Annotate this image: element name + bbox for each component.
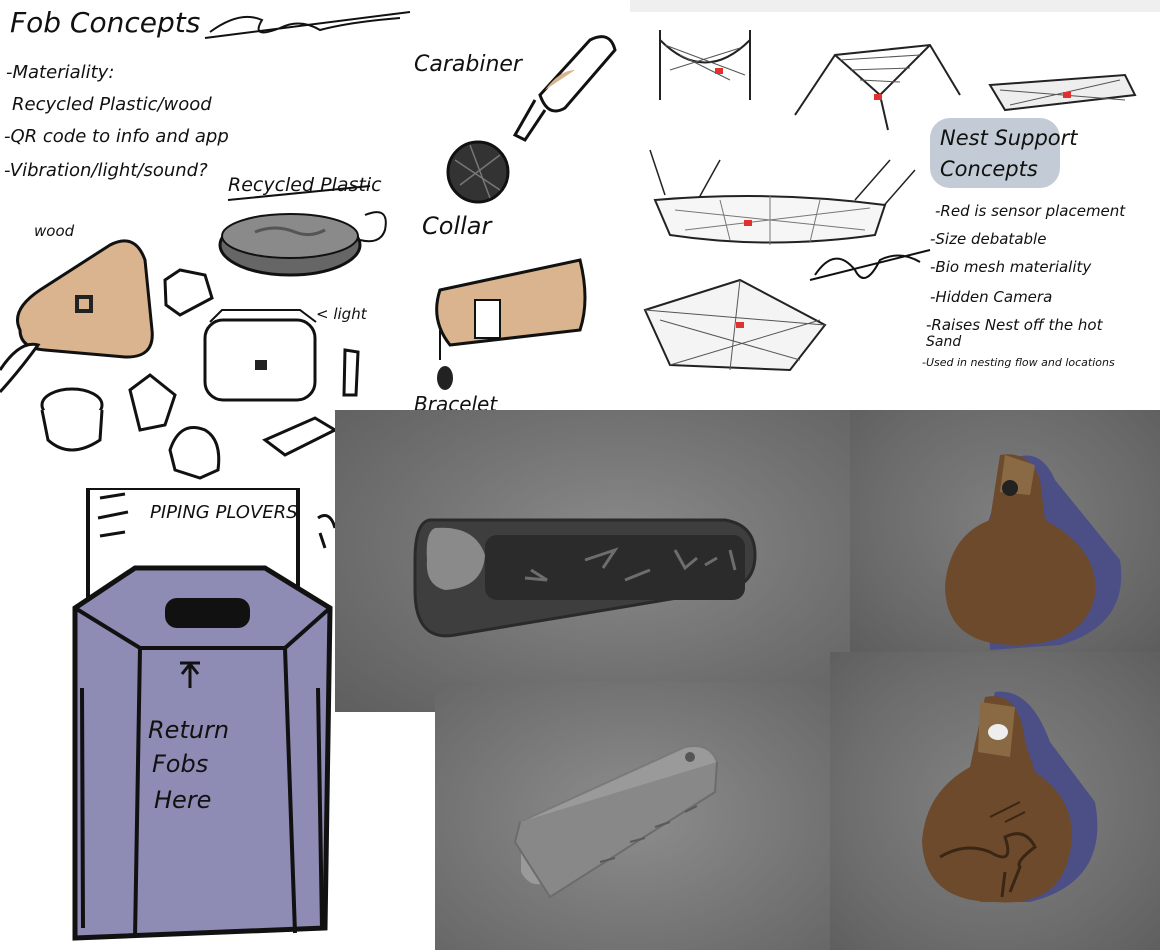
render-clip-fob [435, 682, 830, 950]
render-bird-tag [830, 652, 1160, 950]
nest-note-red: -Red is sensor placement [935, 202, 1126, 220]
label-carabiner: Carabiner [414, 52, 522, 77]
bin-slot [165, 598, 250, 628]
bin-text-here: Here [154, 786, 212, 814]
nest-title-highlight [930, 118, 1060, 188]
return-bin-drawing [72, 488, 335, 941]
return-bin-sketch: PIPING PLOVERS Return Fobs Here [0, 488, 335, 950]
bin-text-return: Return [148, 716, 230, 744]
fob-sketch-drawings [0, 11, 617, 480]
nest-signature [809, 249, 931, 281]
nest-support-sketch: Nest Support Concepts -Red is sensor pla… [630, 0, 1160, 410]
note-materiality: -Materiality: [6, 62, 115, 83]
nest-note-used: -Used in nesting flow and locations [922, 356, 1115, 369]
round-tag-model [945, 454, 1122, 650]
fob-concepts-sketch: Fob Concepts [0, 0, 630, 488]
signature [204, 11, 411, 39]
bin-text-fobs: Fobs [152, 750, 209, 778]
nest-title-line1: Nest Support [940, 126, 1078, 150]
label-wood: wood [34, 222, 75, 240]
nest-note-size: -Size debatable [930, 230, 1047, 248]
nest-note-biomesh: -Bio mesh materiality [930, 258, 1092, 276]
fob-title: Fob Concepts [10, 6, 201, 39]
nest-title-line2: Concepts [940, 157, 1038, 181]
nest-sketch-drawings [630, 0, 1160, 372]
label-collar: Collar [422, 212, 492, 240]
bird-tag-model [922, 691, 1098, 903]
plover-engraving [939, 832, 1037, 898]
note-qr: -QR code to info and app [4, 126, 229, 147]
sign-text: PIPING PLOVERS [150, 502, 298, 523]
note-materials: Recycled Plastic/wood [12, 94, 212, 115]
nest-note-camera: -Hidden Camera [930, 288, 1053, 306]
carabiner-sketch [538, 35, 617, 113]
nest-note-sand: Sand [926, 334, 962, 350]
clip-fob-model [513, 745, 719, 899]
nest-note-raises: -Raises Nest off the hot [926, 316, 1103, 334]
render-round-tag [850, 410, 1160, 652]
note-vibration: -Vibration/light/sound? [4, 160, 208, 181]
render-bar-fob [335, 410, 850, 712]
bar-fob-model [413, 518, 757, 638]
collar-sketch [435, 258, 587, 347]
label-recycled-plastic: Recycled Plastic [228, 174, 382, 196]
label-light: < light [316, 305, 367, 323]
